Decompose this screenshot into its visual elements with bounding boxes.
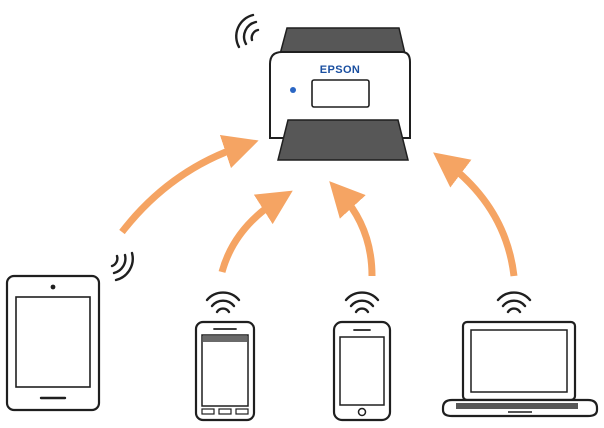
smartphone-icon <box>194 291 256 422</box>
arrow-phone2-to-scanner <box>329 181 376 277</box>
connection-arrows <box>119 134 518 277</box>
wifi-icon <box>110 251 134 282</box>
scanner-brand-label: EPSON <box>320 64 361 76</box>
wifi-icon <box>496 291 532 314</box>
wifi-icon <box>205 291 241 314</box>
arrow-phone1-to-scanner <box>218 190 293 273</box>
laptop-icon <box>441 291 599 418</box>
scanner-control-panel <box>311 79 370 108</box>
arrow-laptop-to-scanner <box>433 152 518 277</box>
tablet-icon <box>5 251 134 412</box>
arrow-tablet-to-scanner <box>119 134 259 235</box>
wifi-icon <box>344 291 380 314</box>
wifi-icon <box>235 13 260 49</box>
scanner-icon: EPSON <box>235 13 411 161</box>
smartphone-icon <box>332 291 392 422</box>
power-led-icon <box>290 87 296 93</box>
scanner-output-tray <box>277 119 409 161</box>
